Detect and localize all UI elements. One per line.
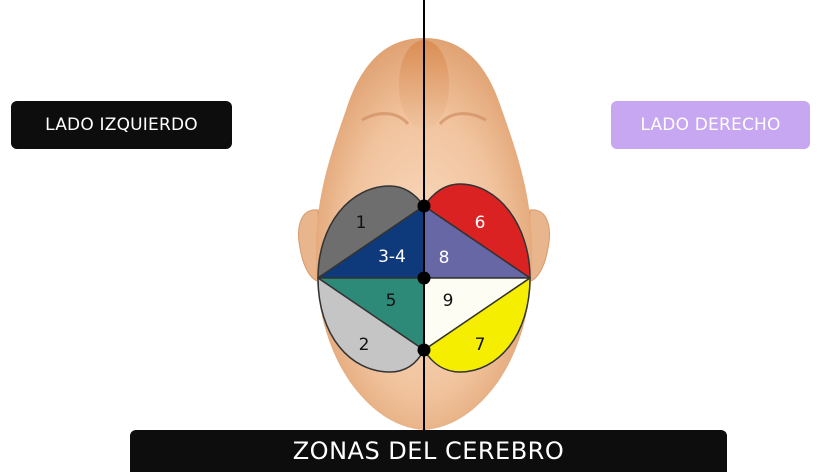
node-bottom: [417, 343, 431, 357]
zone-label-8: 8: [439, 248, 450, 268]
zone-2: [317, 277, 425, 373]
diagram-title: ZONAS DEL CEREBRO: [130, 430, 727, 472]
zone-label-5: 5: [386, 291, 397, 311]
zone-label-3-4: 3-4: [378, 247, 406, 267]
node-middle: [417, 271, 431, 285]
left-side-label: LADO IZQUIERDO: [11, 101, 232, 149]
left-ear: [298, 209, 321, 283]
right-side-label-text: LADO DERECHO: [640, 115, 781, 135]
zone-group: [317, 183, 531, 373]
zone-6: [423, 183, 531, 279]
zone-label-9: 9: [443, 291, 454, 311]
left-side-label-text: LADO IZQUIERDO: [45, 115, 198, 135]
brow-right: [438, 112, 487, 126]
zone-label-1: 1: [356, 213, 367, 233]
brow-left: [361, 112, 410, 126]
zone-1: [317, 185, 425, 279]
right-side-label: LADO DERECHO: [611, 101, 810, 149]
zone-label-7: 7: [475, 335, 486, 355]
zone-label-6: 6: [475, 213, 486, 233]
zone-label-2: 2: [359, 335, 370, 355]
right-ear: [527, 209, 550, 283]
zone-7: [423, 277, 531, 373]
diagram-title-text: ZONAS DEL CEREBRO: [292, 437, 565, 465]
node-top: [417, 199, 431, 213]
